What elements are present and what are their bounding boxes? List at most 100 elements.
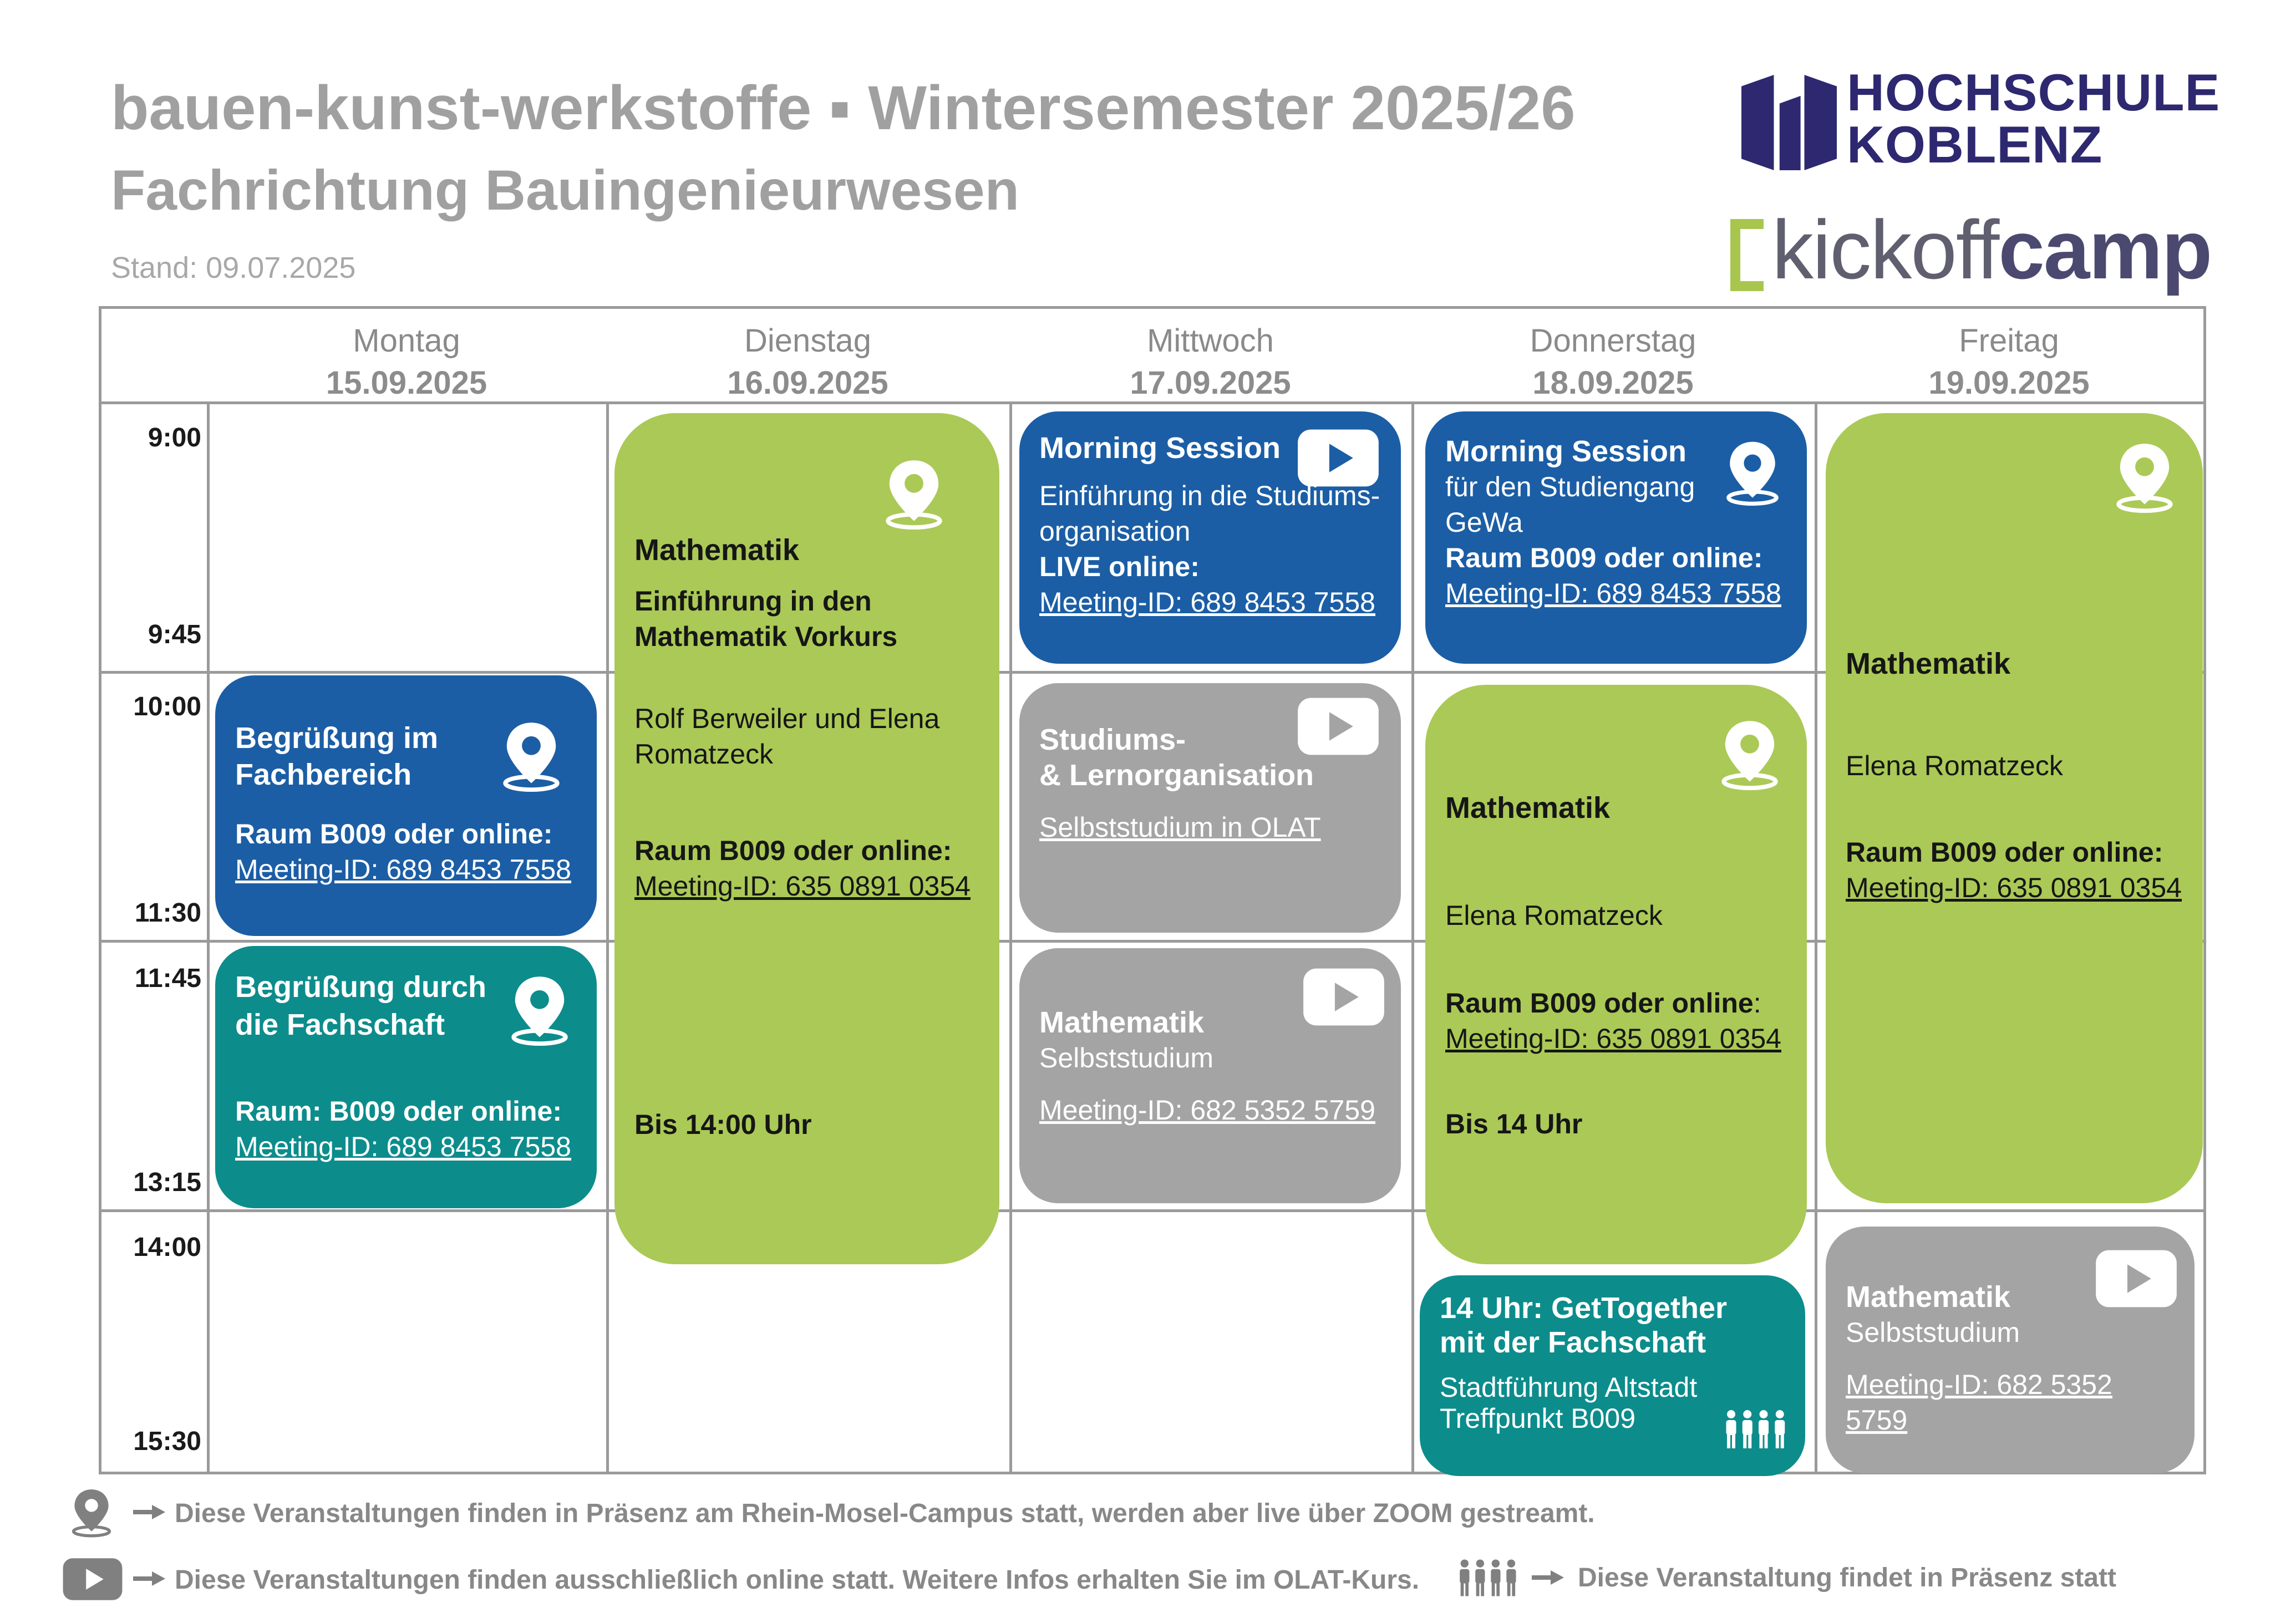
- page-title: bauen-kunst-werkstoffe ▪ Wintersemester …: [111, 73, 1576, 143]
- event-subtitle: Mathematik Vorkurs: [634, 621, 898, 652]
- location-pin-icon: [1714, 713, 1786, 796]
- time-label: 9:45: [148, 620, 201, 649]
- olat-link[interactable]: Selbststudium in OLAT: [1039, 812, 1321, 843]
- event-subtitle: Einführung in den: [634, 586, 872, 617]
- event-mathematik-vorkurs[interactable]: Mathematik Einführung in den Mathematik …: [614, 413, 999, 1264]
- event-room: Raum B009 oder online: [1445, 988, 1754, 1019]
- grid-line: [1815, 401, 1817, 1474]
- grid-line: [101, 1209, 2203, 1212]
- event-begruessung-fachschaft[interactable]: Begrüßung durch die Fachschaft Raum: B00…: [215, 946, 597, 1208]
- grid-line: [606, 401, 609, 1474]
- time-label: 9:00: [148, 423, 201, 452]
- event-title: Mathematik: [1445, 791, 1611, 825]
- event-description: organisation: [1039, 516, 1191, 547]
- day-header-tuesday: Dienstag 16.09.2025: [606, 320, 1009, 404]
- day-header-monday: Montag 15.09.2025: [207, 320, 606, 404]
- location-pin-icon: [2109, 435, 2181, 518]
- grid-line: [101, 940, 2203, 943]
- event-mathematik-thu[interactable]: Mathematik Elena Romatzeck Raum B009 ode…: [1425, 685, 1807, 1264]
- logo-camp: camp: [1998, 203, 2212, 296]
- event-lecturers: Elena Romatzeck: [1846, 750, 2063, 781]
- play-icon: [1302, 967, 1385, 1027]
- event-title: Morning Session: [1445, 435, 1687, 468]
- event-end: Bis 14:00 Uhr: [634, 1109, 812, 1140]
- kickoff-bracket-icon: [1730, 219, 1764, 291]
- day-date: 18.09.2025: [1532, 365, 1694, 401]
- event-description: GeWa: [1445, 507, 1523, 538]
- event-room: Raum B009 oder online:: [235, 818, 553, 849]
- play-icon: [1297, 696, 1380, 756]
- location-pin-icon: [1719, 434, 1786, 511]
- meeting-id-link[interactable]: Meeting-ID: 682 5352 5759: [1039, 1095, 1375, 1126]
- event-title: 14 Uhr: GetTogether: [1440, 1291, 1728, 1325]
- day-date: 15.09.2025: [326, 365, 487, 401]
- kickoffcamp-logo: kickoffcamp: [1772, 203, 2212, 296]
- day-date: 17.09.2025: [1130, 365, 1291, 401]
- event-morning-session-wed[interactable]: Morning Session Einführung in die Studiu…: [1019, 411, 1401, 664]
- event-lecturers: Elena Romatzeck: [1445, 900, 1663, 931]
- meeting-id-link[interactable]: Meeting-ID: 635 0891 0354: [1445, 1023, 1781, 1054]
- day-header-wednesday: Mittwoch 17.09.2025: [1009, 320, 1411, 404]
- logo-line-2: KOBLENZ: [1847, 115, 2103, 174]
- event-description: Stadtführung Altstadt: [1440, 1372, 1698, 1403]
- event-subtitle: Selbststudium: [1039, 1042, 1214, 1073]
- event-title: Mathematik: [634, 533, 800, 567]
- event-begruessung-fachbereich[interactable]: Begrüßung im Fachbereich Raum B009 oder …: [215, 675, 597, 936]
- event-title: Begrüßung durch die Fachschaft: [235, 970, 486, 1041]
- grid-line: [207, 401, 210, 1474]
- location-pin-icon: [495, 714, 567, 797]
- logo-line-1: HOCHSCHULE: [1847, 63, 2221, 121]
- day-name: Dienstag: [744, 323, 871, 359]
- event-lecturers: Rolf Berweiler und Elena: [634, 703, 940, 734]
- people-icon: [1456, 1557, 1520, 1599]
- event-morning-session-thu[interactable]: Morning Session für den Studiengang GeWa…: [1425, 411, 1807, 664]
- meeting-id-link[interactable]: Meeting-ID: 689 8453 7558: [1445, 578, 1781, 609]
- logo-kickoff: kickoff: [1772, 203, 1999, 296]
- meeting-id-link[interactable]: Meeting-ID: 635 0891 0354: [1846, 872, 2182, 903]
- meeting-id-link[interactable]: Meeting-ID: 689 8453 7558: [235, 1131, 571, 1162]
- hochschule-logo-text: HOCHSCHULE KOBLENZ: [1847, 67, 2220, 171]
- schedule-grid: Montag 15.09.2025 Dienstag 16.09.2025 Mi…: [99, 306, 2206, 1474]
- event-mathematik-fri[interactable]: Mathematik Elena Romatzeck Raum B009 ode…: [1826, 413, 2203, 1203]
- event-lecturers: Romatzeck: [634, 739, 774, 770]
- event-description: für den Studiengang: [1445, 471, 1695, 502]
- time-label: 11:45: [134, 964, 201, 993]
- arrow-icon: [1532, 1569, 1565, 1586]
- location-pin-icon: [878, 452, 950, 535]
- event-studiums-lernorganisation[interactable]: Studiums- & Lernorganisation Selbststudi…: [1019, 683, 1401, 933]
- arrow-icon: [133, 1570, 166, 1587]
- legend-presence-stream: Diese Veranstaltungen finden in Präsenz …: [175, 1499, 1595, 1528]
- meeting-id-link[interactable]: Meeting-ID: 635 0891 0354: [634, 871, 971, 902]
- time-label: 11:30: [134, 898, 201, 928]
- event-title: mit der Fachschaft: [1440, 1326, 1706, 1359]
- event-end: Bis 14 Uhr: [1445, 1108, 1583, 1139]
- day-header-friday: Freitag 19.09.2025: [1815, 320, 2203, 404]
- time-label: 14:00: [133, 1233, 201, 1262]
- event-gettogether-fachschaft[interactable]: 14 Uhr: GetTogether mit der Fachschaft S…: [1420, 1275, 1805, 1476]
- event-title: Mathematik: [1846, 647, 2011, 680]
- grid-line: [101, 401, 2203, 404]
- day-date: 19.09.2025: [1928, 365, 2090, 401]
- event-description: Treffpunkt B009: [1440, 1403, 1636, 1434]
- event-mathematik-selbststudium-wed[interactable]: Mathematik Selbststudium Meeting-ID: 682…: [1019, 948, 1401, 1203]
- grid-line: [1411, 401, 1414, 1474]
- grid-line: [1009, 401, 1012, 1474]
- legend-online-only: Diese Veranstaltungen finden ausschließl…: [175, 1565, 1420, 1595]
- meeting-id-link[interactable]: Meeting-ID: 689 8453 7558: [1039, 587, 1375, 618]
- event-room: Raum B009 oder online:: [1445, 542, 1763, 573]
- meeting-id-link[interactable]: Meeting-ID: 682 5352 5759: [1846, 1369, 2112, 1436]
- event-room: Raum B009 oder online:: [1846, 837, 2163, 868]
- status-date: Stand: 09.07.2025: [111, 251, 356, 284]
- arrow-icon: [133, 1504, 166, 1520]
- day-name: Donnerstag: [1530, 323, 1696, 359]
- day-date: 16.09.2025: [727, 365, 888, 401]
- event-room: Raum: B009 oder online:: [235, 1096, 562, 1127]
- location-pin-icon: [67, 1483, 116, 1541]
- meeting-id-link[interactable]: Meeting-ID: 689 8453 7558: [235, 854, 571, 885]
- hochschule-logo-icon: [1741, 75, 1837, 170]
- event-title: Mathematik: [1846, 1280, 2011, 1314]
- event-mathematik-selbststudium-fri[interactable]: Mathematik Selbststudium Meeting-ID: 682…: [1826, 1227, 2195, 1473]
- time-label: 13:15: [133, 1168, 201, 1197]
- day-name: Montag: [353, 323, 460, 359]
- event-room: LIVE online:: [1039, 551, 1200, 582]
